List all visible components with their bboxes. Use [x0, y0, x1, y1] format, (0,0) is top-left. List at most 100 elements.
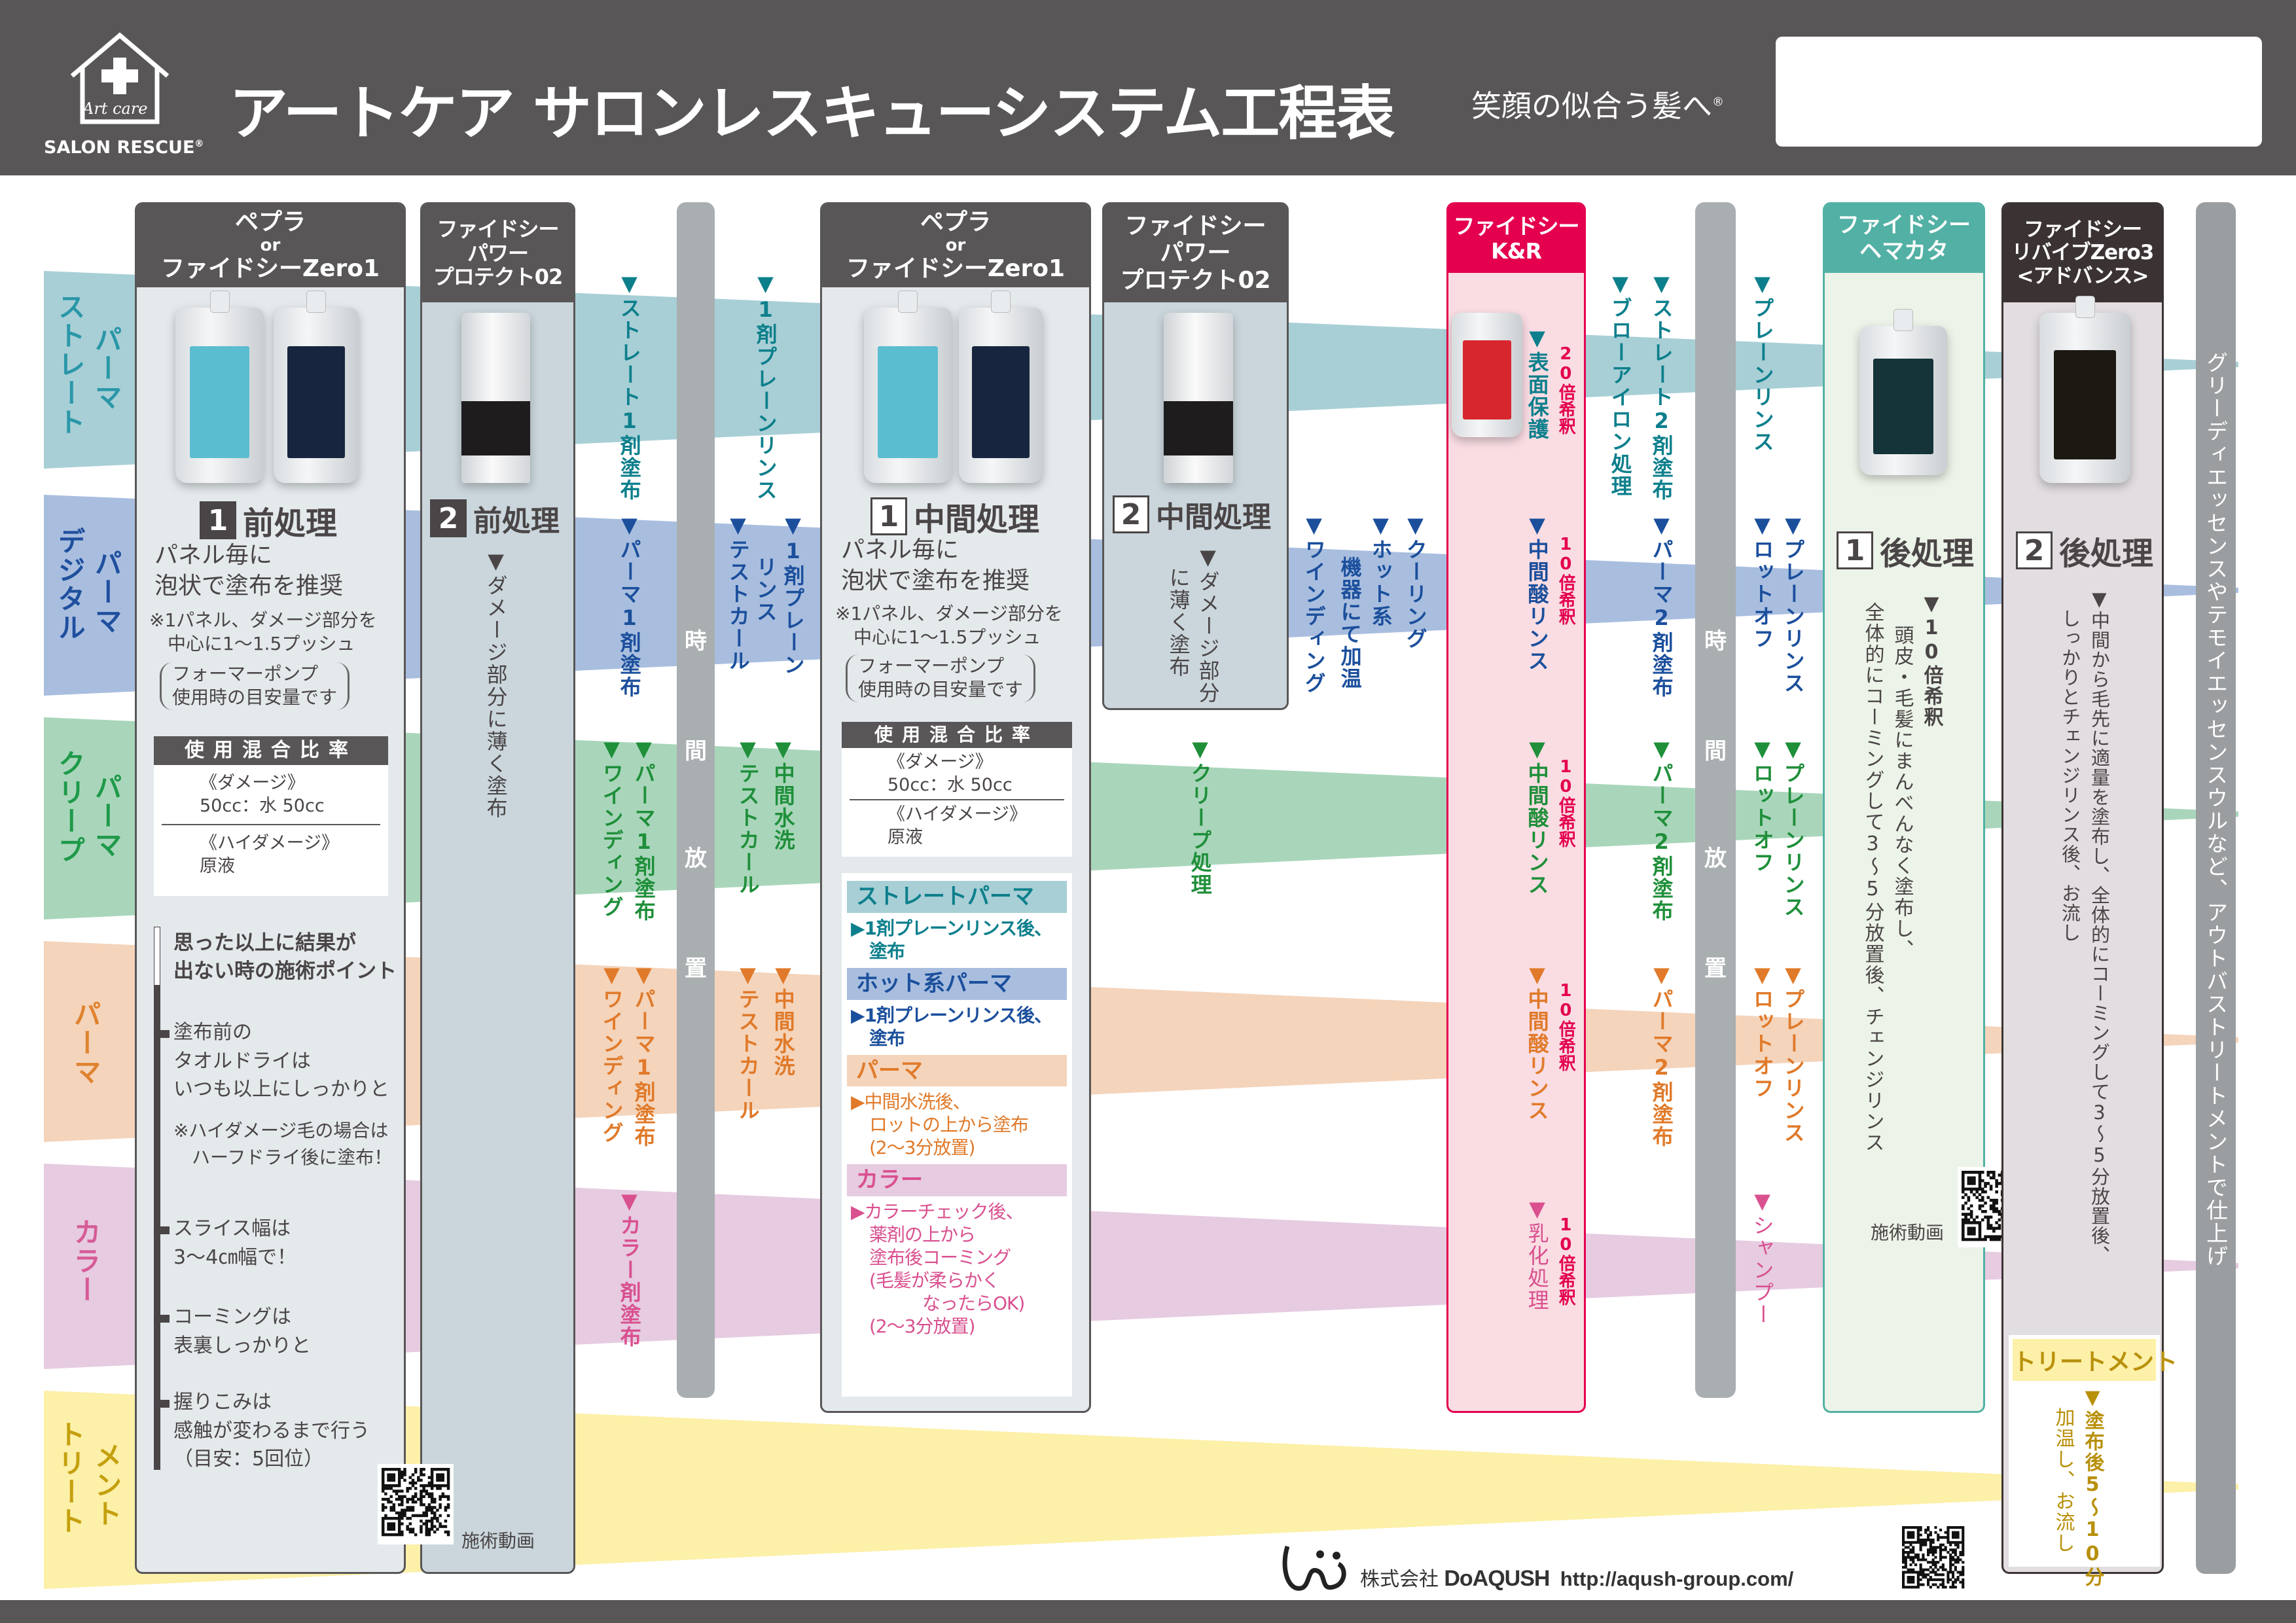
video-label: 施術動画 — [461, 1530, 535, 1552]
qr-module — [382, 1506, 385, 1509]
qr-module — [1909, 1543, 1912, 1546]
qr-module — [430, 1492, 434, 1495]
qr-module — [1956, 1526, 1960, 1529]
qr-module — [425, 1506, 429, 1509]
qr-module — [1949, 1558, 1952, 1561]
logo-brand: SALON RESCUE® — [44, 137, 204, 158]
qr-module — [1929, 1551, 1932, 1554]
qr-module — [411, 1530, 415, 1534]
qr-module — [439, 1487, 442, 1490]
qr-module — [1992, 1209, 1996, 1213]
qr-module — [387, 1484, 390, 1488]
qr-module — [392, 1522, 396, 1525]
qr-module — [1904, 1546, 1907, 1549]
qr-module — [1964, 1171, 1967, 1174]
qr-module — [1909, 1571, 1912, 1574]
qr-module — [1962, 1196, 1965, 1200]
qr-module — [1989, 1235, 1993, 1239]
qr-module — [441, 1473, 444, 1476]
qr-module — [395, 1468, 399, 1471]
qr-module — [1946, 1541, 1950, 1544]
qr-module — [1969, 1215, 1973, 1219]
wait-time-char: 置 — [685, 955, 707, 982]
video-qr-code[interactable] — [378, 1464, 454, 1544]
qr-module — [420, 1514, 423, 1518]
qr-module — [392, 1473, 396, 1476]
qr-module — [1904, 1556, 1907, 1559]
qr-module — [1975, 1190, 1979, 1194]
qr-module — [1989, 1226, 1993, 1230]
qr-module — [382, 1533, 385, 1537]
qr-module — [1929, 1571, 1932, 1574]
qr-module — [1912, 1536, 1915, 1539]
qr-module — [1962, 1235, 1965, 1239]
qr-module — [1962, 1531, 1965, 1534]
qr-module — [1944, 1568, 1947, 1571]
logo-text: Art care — [82, 99, 148, 118]
qr-module — [1941, 1556, 1945, 1559]
tip-item: コーミングは 表裏しっかりと — [173, 1306, 311, 1357]
qr-module — [397, 1503, 401, 1507]
qr-module — [1959, 1573, 1962, 1577]
finish-instruction: グリーディエッセンスやテモイエッセンスウルなど、アウトバストリートメントで仕上げ — [2202, 351, 2229, 1268]
step-creep-treatment: ▼クリープ処理 — [1187, 736, 1213, 896]
column-header: ファイドシーパワープロテクト02 — [1104, 204, 1287, 302]
qr-module — [436, 1484, 439, 1488]
qr-module — [1939, 1573, 1943, 1577]
qr-module — [1954, 1586, 1957, 1589]
qr-module — [389, 1508, 393, 1512]
qr-module — [427, 1533, 431, 1537]
qr-module — [1944, 1548, 1947, 1552]
qr-module — [1962, 1204, 1965, 1207]
qr-module — [1916, 1578, 1920, 1581]
qr-module — [387, 1476, 390, 1479]
qr-module — [1922, 1558, 1925, 1561]
qr-module — [1962, 1548, 1965, 1552]
qr-module — [1989, 1204, 1993, 1207]
qr-module — [1959, 1551, 1962, 1554]
qr-module — [1949, 1553, 1952, 1556]
qr-module — [1962, 1176, 1965, 1180]
qr-module — [1946, 1536, 1950, 1539]
qr-module — [1931, 1553, 1935, 1556]
qr-module — [1931, 1571, 1935, 1574]
qr-module — [1978, 1171, 1982, 1174]
qr-module — [414, 1492, 418, 1495]
qr-module — [1978, 1179, 1982, 1183]
qr-module — [1962, 1179, 1965, 1183]
perm-type-straight: ストレートパーマ — [847, 881, 1067, 913]
website-qr-code[interactable] — [1898, 1522, 1968, 1593]
qr-module — [1967, 1196, 1971, 1200]
qr-module — [425, 1520, 429, 1523]
qr-module — [387, 1487, 390, 1490]
qr-module — [401, 1476, 404, 1479]
qr-module — [1969, 1213, 1973, 1216]
page-subtitle: 笑顔の似合う髪へ® — [1471, 88, 1724, 124]
qr-module — [389, 1527, 393, 1531]
qr-module — [1992, 1173, 1996, 1177]
qr-module — [395, 1492, 399, 1495]
qr-module — [1952, 1576, 1955, 1579]
qr-module — [1952, 1536, 1955, 1539]
qr-module — [1978, 1238, 1982, 1241]
qr-module — [1962, 1224, 1965, 1227]
qr-module — [1952, 1573, 1955, 1577]
qr-module — [1989, 1187, 1993, 1191]
qr-module — [403, 1468, 406, 1471]
qr-module — [1978, 1182, 1982, 1185]
qr-module — [1937, 1586, 1940, 1589]
qr-module — [1962, 1573, 1965, 1577]
qr-module — [401, 1471, 404, 1474]
qr-module — [1954, 1551, 1957, 1554]
qr-module — [1941, 1573, 1945, 1577]
qr-module — [1998, 1224, 2001, 1227]
qr-module — [446, 1503, 450, 1507]
company-url[interactable]: http://aqush-group.com/ — [1560, 1567, 1794, 1590]
qr-module — [439, 1468, 442, 1471]
qr-module — [1995, 1209, 1998, 1213]
kr-color-emulsify: ▼乳化処理 — [1524, 1196, 1550, 1311]
qr-module — [1937, 1578, 1940, 1581]
qr-module — [1962, 1207, 1965, 1211]
qr-module — [433, 1500, 437, 1504]
